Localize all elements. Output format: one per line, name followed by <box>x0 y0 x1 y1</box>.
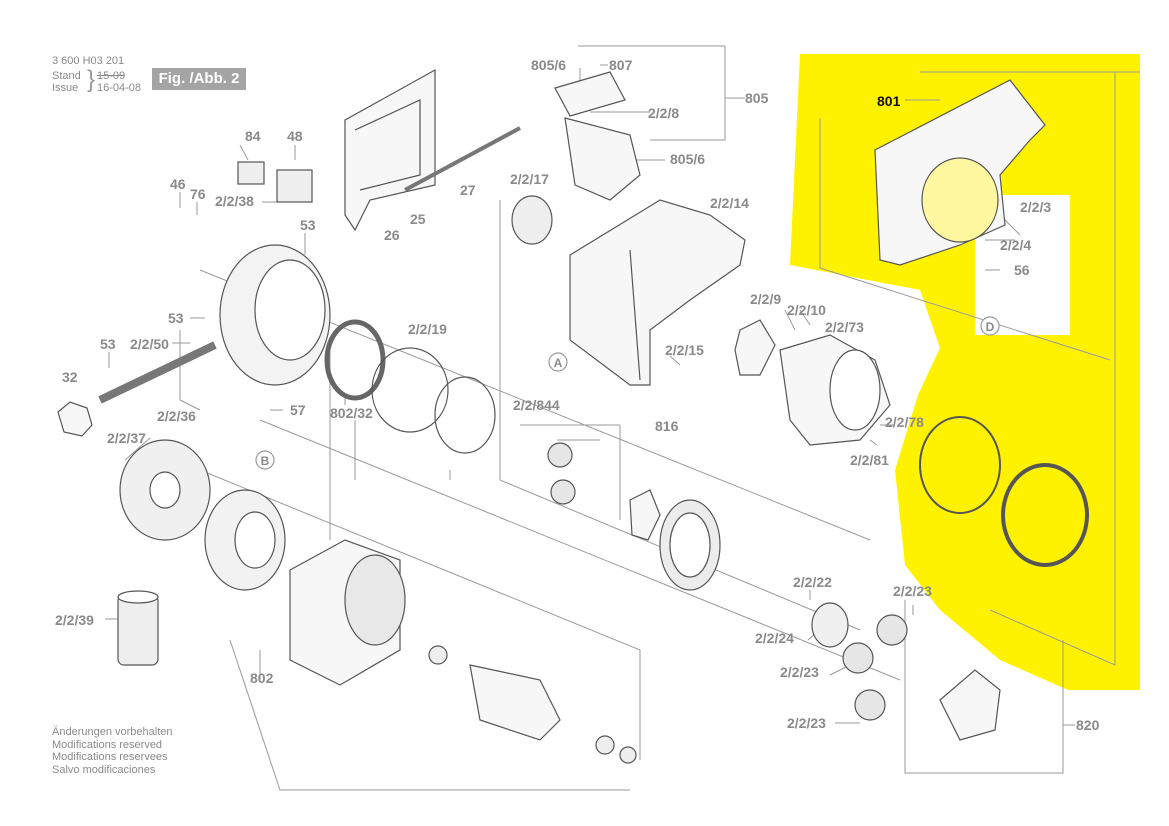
part-label-805-6-bottom: 805/6 <box>670 151 705 167</box>
footer-note-en: Modifications reserved <box>52 738 163 751</box>
part-label-2-2-9: 2/2/9 <box>750 291 781 307</box>
stand-label: Stand <box>52 70 81 82</box>
part-label-2-2-17: 2/2/17 <box>510 171 549 187</box>
part-label-2-2-38: 2/2/38 <box>215 193 254 209</box>
part-label-2-2-23-bottom: 2/2/23 <box>787 715 826 731</box>
part-label-2-2-73: 2/2/73 <box>825 319 864 335</box>
part-label-2-2-844: 2/2/844 <box>513 397 560 413</box>
drawing-code: 3 600 H03 201 <box>52 55 125 67</box>
part-label-32: 32 <box>62 369 78 385</box>
part-label-807: 807 <box>609 57 633 73</box>
part-label-2-2-3: 2/2/3 <box>1020 199 1051 215</box>
issue-label: Issue <box>52 82 79 94</box>
part-label-53-small: 53 <box>100 336 116 352</box>
part-label-76: 76 <box>190 186 206 202</box>
part-label-2-2-50: 2/2/50 <box>130 336 169 352</box>
part-label-2-2-4: 2/2/4 <box>1000 237 1031 253</box>
footer-note-es: Salvo modificaciones <box>52 763 156 776</box>
part-label-2-2-39: 2/2/39 <box>55 612 94 628</box>
part-label-48: 48 <box>287 128 303 144</box>
part-label-2-2-8: 2/2/8 <box>648 105 679 121</box>
brace-glyph: } <box>87 66 96 93</box>
part-label-46: 46 <box>170 176 186 192</box>
part-label-816: 816 <box>655 418 679 434</box>
part-label-801: 801 <box>877 93 901 109</box>
part-label-2-2-23-middle: 2/2/23 <box>780 664 819 680</box>
stand-value: 15-09 <box>97 70 126 82</box>
issue-value: 16-04-08 <box>97 82 142 94</box>
part-label-2-2-10: 2/2/10 <box>787 302 826 318</box>
marker-b: B <box>261 454 270 468</box>
part-label-56: 56 <box>1014 262 1030 278</box>
part-label-2-2-81: 2/2/81 <box>850 452 889 468</box>
part-label-802-32: 802/32 <box>330 405 373 421</box>
part-label-2-2-36: 2/2/36 <box>157 408 196 424</box>
part-label-2-2-37: 2/2/37 <box>107 430 146 446</box>
footer-notes: Änderungen vorbehalten Modifications res… <box>52 726 172 776</box>
part-label-820: 820 <box>1076 717 1100 733</box>
part-label-25: 25 <box>410 211 426 227</box>
part-label-53-top: 53 <box>300 217 316 233</box>
part-label-27: 27 <box>460 182 476 198</box>
part-label-2-2-22: 2/2/22 <box>793 574 832 590</box>
marker-d: D <box>986 320 995 334</box>
part-label-2-2-19: 2/2/19 <box>408 321 447 337</box>
part-label-57: 57 <box>290 402 306 418</box>
part-label-805-6-top: 805/6 <box>531 57 566 73</box>
figure-label: Fig. /Abb. 2 <box>152 68 246 90</box>
part-label-26: 26 <box>384 227 400 243</box>
part-label-2-2-23-top: 2/2/23 <box>893 583 932 599</box>
part-label-2-2-14: 2/2/14 <box>710 195 749 211</box>
part-label-2-2-78: 2/2/78 <box>885 414 924 430</box>
part-label-805: 805 <box>745 90 769 106</box>
part-label-802: 802 <box>250 670 274 686</box>
footer-note-fr: Modifications reservees <box>52 751 168 763</box>
part-label-2-2-24: 2/2/24 <box>755 630 794 646</box>
part-label-84: 84 <box>245 128 261 144</box>
footer-note-de: Änderungen vorbehalten <box>52 726 173 738</box>
marker-a: A <box>554 356 563 370</box>
part-label-53-left: 53 <box>168 310 184 326</box>
part-label-2-2-15: 2/2/15 <box>665 342 704 358</box>
